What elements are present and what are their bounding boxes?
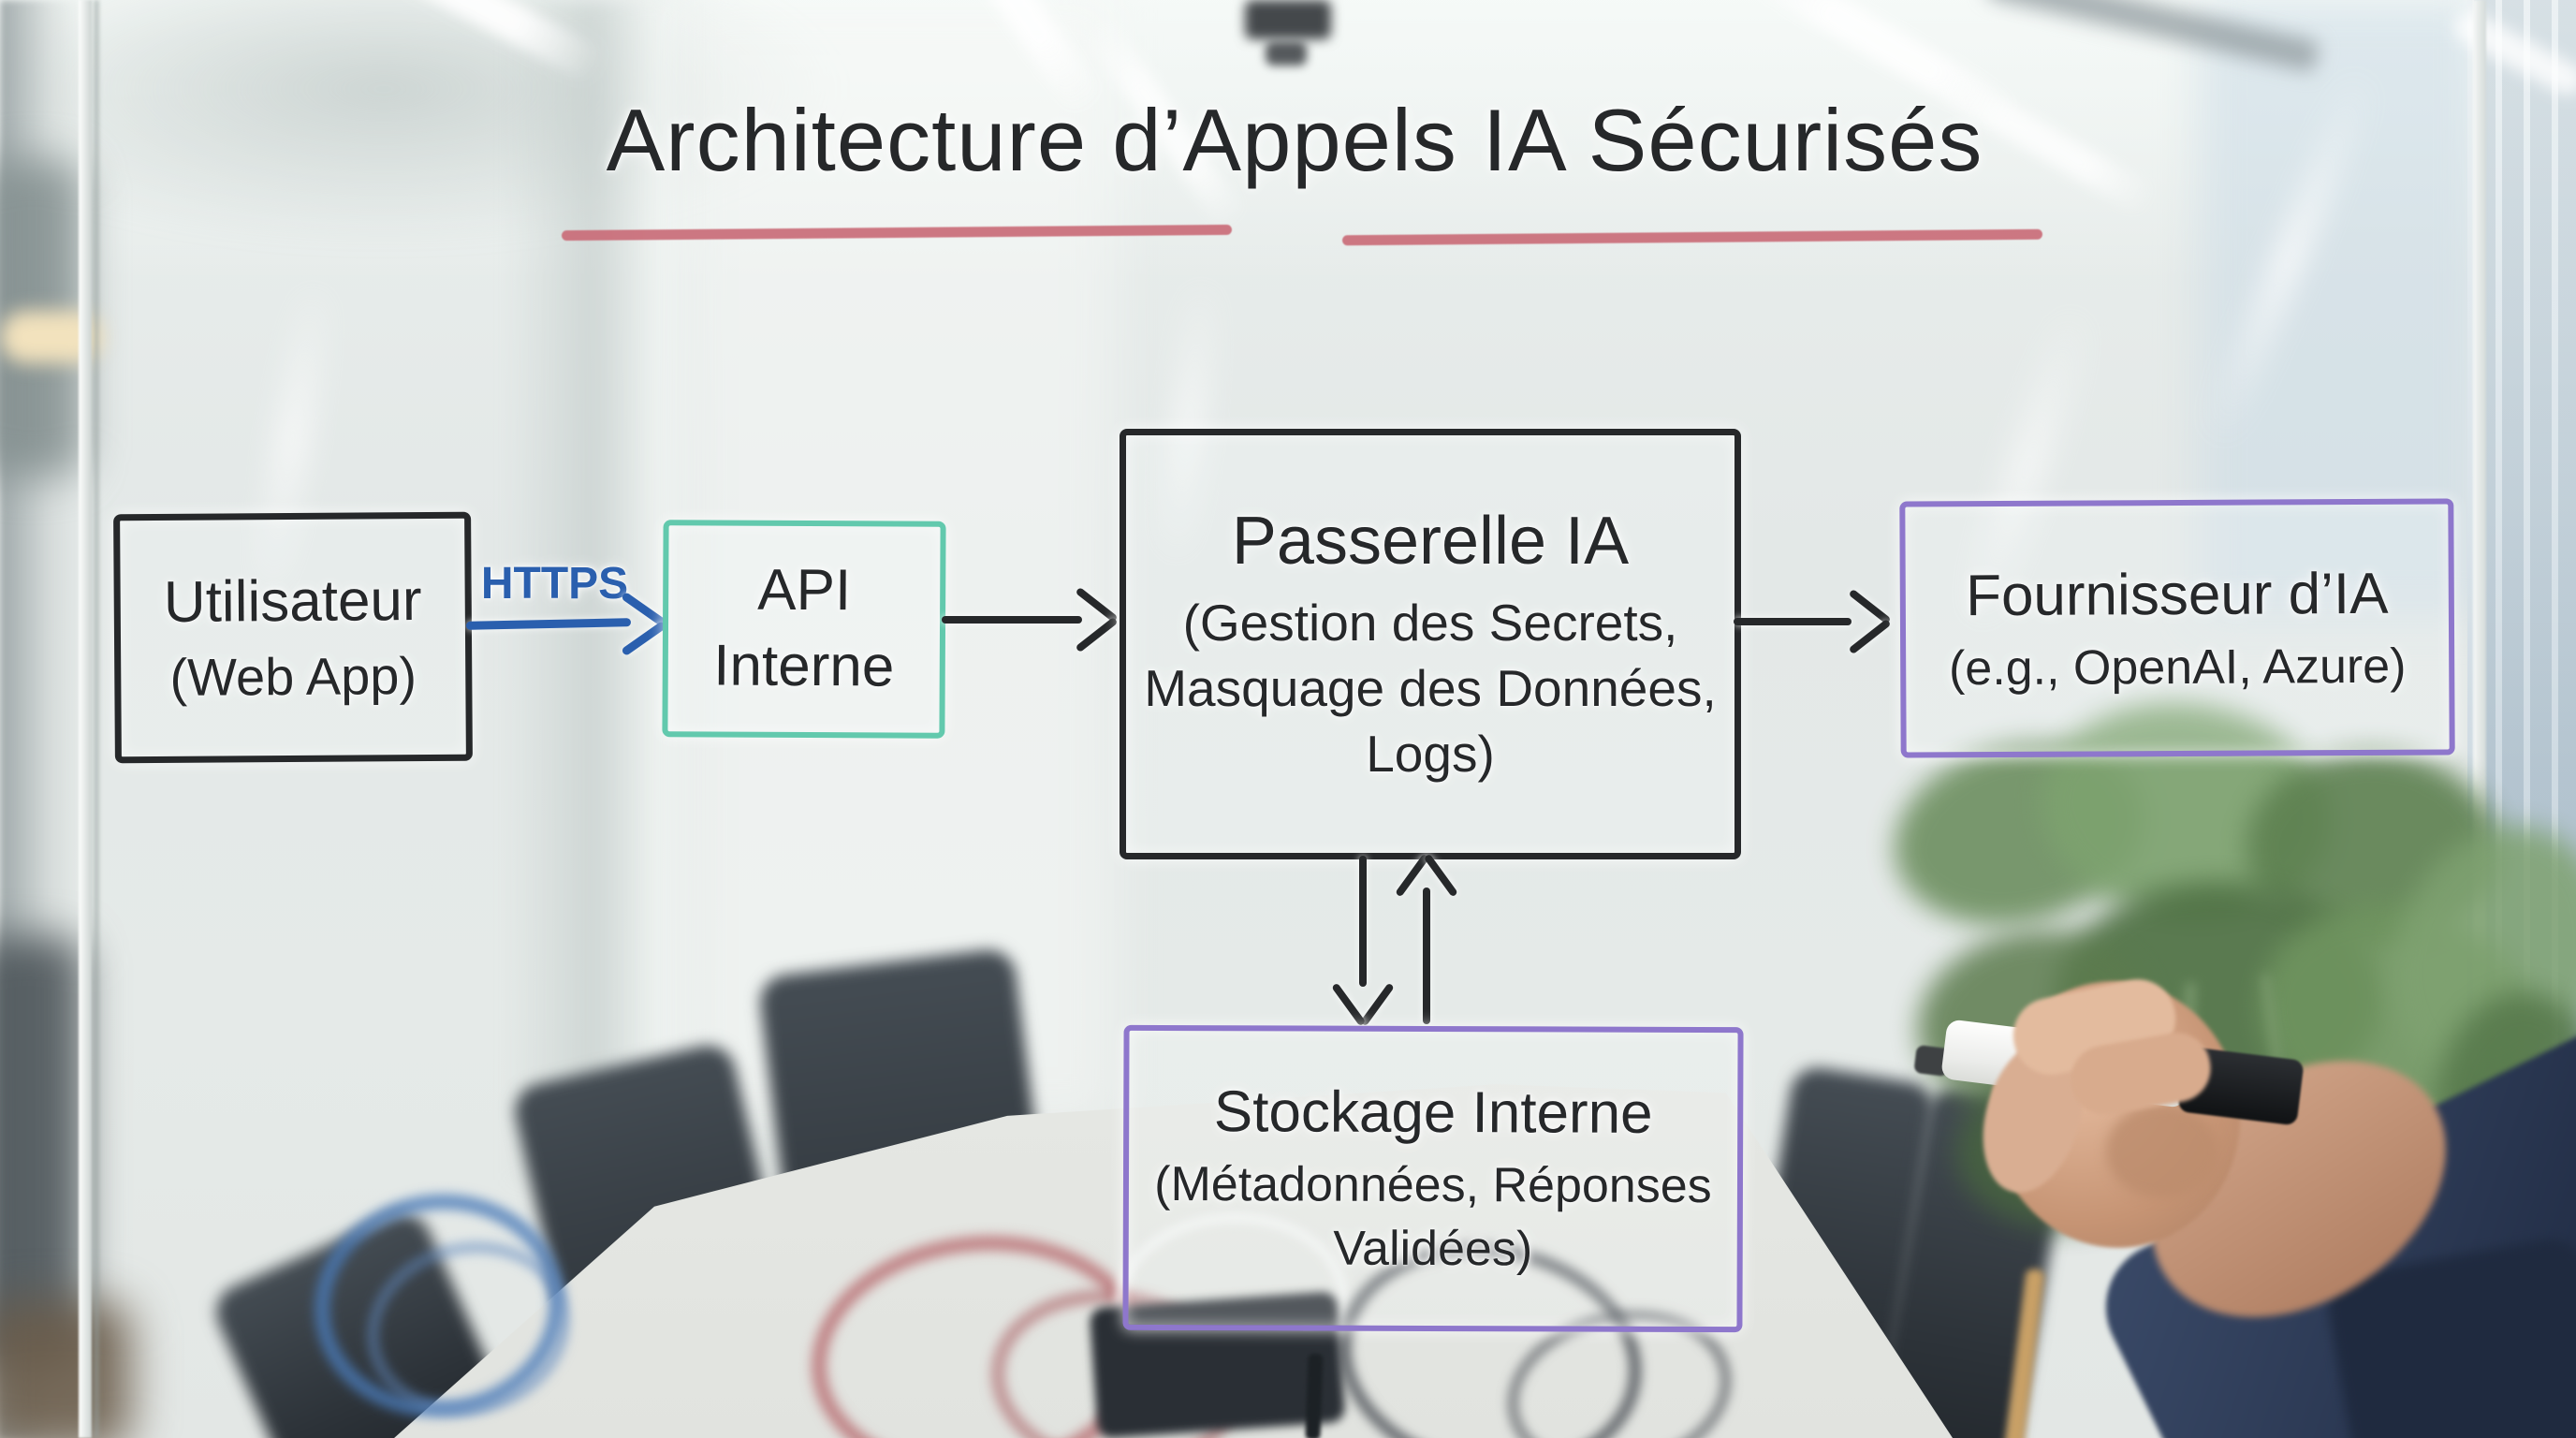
arrow-gateway-provider-head <box>1848 618 1892 655</box>
node-title: Fournisseur d’IA <box>1965 561 2389 629</box>
left-blurred-shape <box>0 936 84 1367</box>
arrow-gateway-storage-down <box>1359 856 1367 987</box>
arrow-storage-gateway-up <box>1423 888 1430 1024</box>
node-line: Logs) <box>1366 725 1495 784</box>
left-corner-shape <box>0 1301 131 1438</box>
node-line: Masquage des Données, <box>1144 659 1717 717</box>
node-line: Validées) <box>1333 1221 1533 1277</box>
wall-bright-patch <box>683 0 1114 1123</box>
node-subtitle: (e.g., OpenAI, Azure) <box>1948 638 2407 697</box>
ceiling-fixture <box>1266 41 1307 66</box>
node-utilisateur: Utilisateur (Web App) <box>113 511 473 764</box>
arrow-api-gateway <box>942 616 1082 624</box>
diagram-title: Architecture d’Appels IA Sécurisés <box>606 91 1983 189</box>
wall-pillar-shading <box>505 0 702 1180</box>
edge-label-https: HTTPS <box>480 559 629 609</box>
arrow-gateway-storage-down-head <box>1331 982 1367 1027</box>
arrow-gateway-storage-down-head <box>1359 982 1395 1027</box>
node-line: (Métadonnées, Réponses <box>1154 1157 1712 1214</box>
node-title: API <box>757 558 852 624</box>
node-title-line2: Interne <box>713 633 895 699</box>
node-passerelle-ia: Passerelle IA (Gestion des Secrets, Masq… <box>1120 429 1741 859</box>
node-fournisseur-ia: Fournisseur d’IA (e.g., OpenAI, Azure) <box>1899 498 2455 758</box>
node-stockage-interne: Stockage Interne (Métadonnées, Réponses … <box>1122 1024 1744 1333</box>
node-title: Stockage Interne <box>1213 1078 1653 1146</box>
node-title: Passerelle IA <box>1231 504 1630 580</box>
node-title: Utilisateur <box>163 568 422 636</box>
ceiling-fixture <box>1245 0 1331 39</box>
node-subtitle: (Web App) <box>169 646 417 707</box>
arrow-gateway-provider <box>1734 618 1852 625</box>
glass-divider-edge <box>79 0 92 1438</box>
node-line: (Gestion des Secrets, <box>1182 593 1678 652</box>
node-api-interne: API Interne <box>662 520 946 739</box>
microphone-stick <box>1305 1353 1324 1438</box>
glass-divider-shadow <box>94 0 99 1438</box>
hand-knuckle-shade <box>2106 1105 2218 1198</box>
